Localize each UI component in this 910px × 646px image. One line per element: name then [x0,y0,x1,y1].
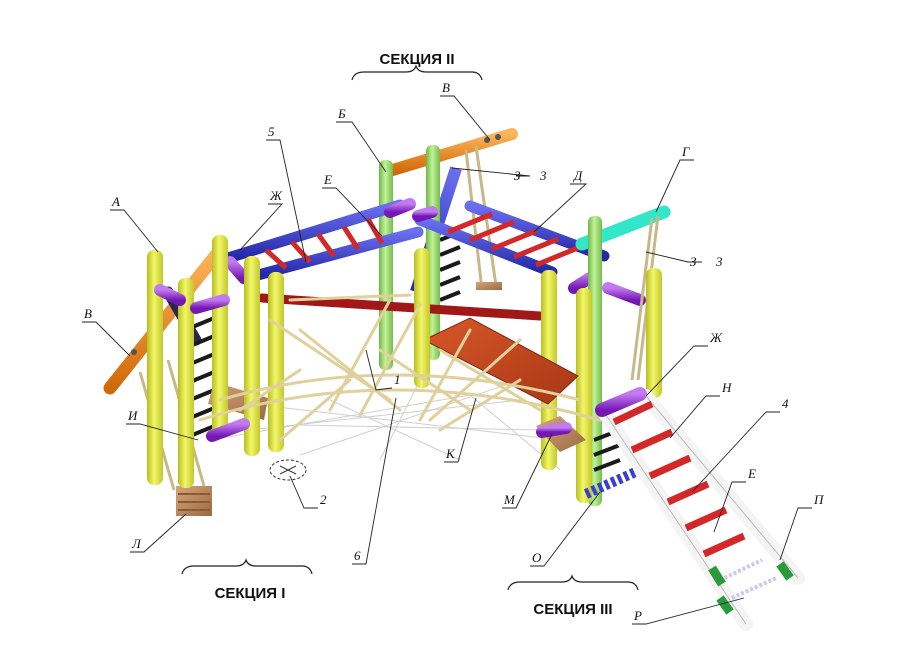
top-orange-beam [380,128,518,178]
section-1-title: СЕКЦИЯ I [215,585,286,602]
leader-lines [82,95,812,625]
yellow-post-right-3 [646,268,662,398]
left-orange-beam [103,243,227,395]
callout-6: 6 [354,548,361,563]
callout-i-left: И [127,408,138,423]
rope-net [198,293,602,442]
callout-g-right: Г [681,144,690,159]
anchor-detail [269,459,307,481]
yellow-post-right-2 [576,288,592,503]
yellow-post-center-1 [268,272,284,452]
yellow-post-left-3 [212,235,228,435]
green-post-left [379,160,393,370]
callout-l-left: Л [131,536,142,551]
callout-e-ramp: Е [747,466,756,481]
section-3-title: СЕКЦИЯ III [533,601,612,618]
callout-a-left: А [111,194,120,209]
callout-m-right: М [503,492,516,507]
callout-z-top: З [514,168,521,183]
yellow-post-left-1 [147,250,163,485]
callout-r-ramp: Р [633,608,642,623]
callout-e-mid: Е [323,172,332,187]
monkey-bars-left [222,199,424,281]
ramp-ladder [595,387,805,631]
back-swing-seat [476,282,502,290]
callout-4: 4 [782,396,789,411]
brace-section-3 [507,574,639,591]
callout-o-right: О [532,550,542,565]
brace-section-1 [181,558,313,575]
callout-zh-left: Ж [269,188,283,203]
blue-striped-bars [583,465,643,499]
left-purple-connectors [154,284,572,442]
section-2-title: СЕКЦИЯ II [379,51,454,68]
ramp-purple-cap [595,387,647,417]
callout-b-top: Б [337,106,346,121]
yellow-post-center-2 [414,248,430,388]
callout-v-left: В [84,306,92,321]
back-ladder [439,230,461,302]
callout-z-right: З [690,254,697,269]
cross-beam-red [257,293,545,321]
callout-v-top: В [442,80,450,95]
inclined-deck [422,317,579,405]
callout-k-mid: К [445,446,456,461]
callout-d-mid: Д [572,168,583,183]
callout-z-top-num: 3 [539,168,547,183]
callout-5: 5 [268,124,275,139]
callout-z-right-num: 3 [715,254,723,269]
callout-zh-right: Ж [709,330,723,345]
callout-2: 2 [320,492,327,507]
callout-1: 1 [394,372,401,387]
top-purple-connectors [224,198,646,306]
callout-n-ramp: Н [721,380,732,395]
callout-p-ramp: П [813,492,825,507]
brace-section-2 [351,64,483,81]
